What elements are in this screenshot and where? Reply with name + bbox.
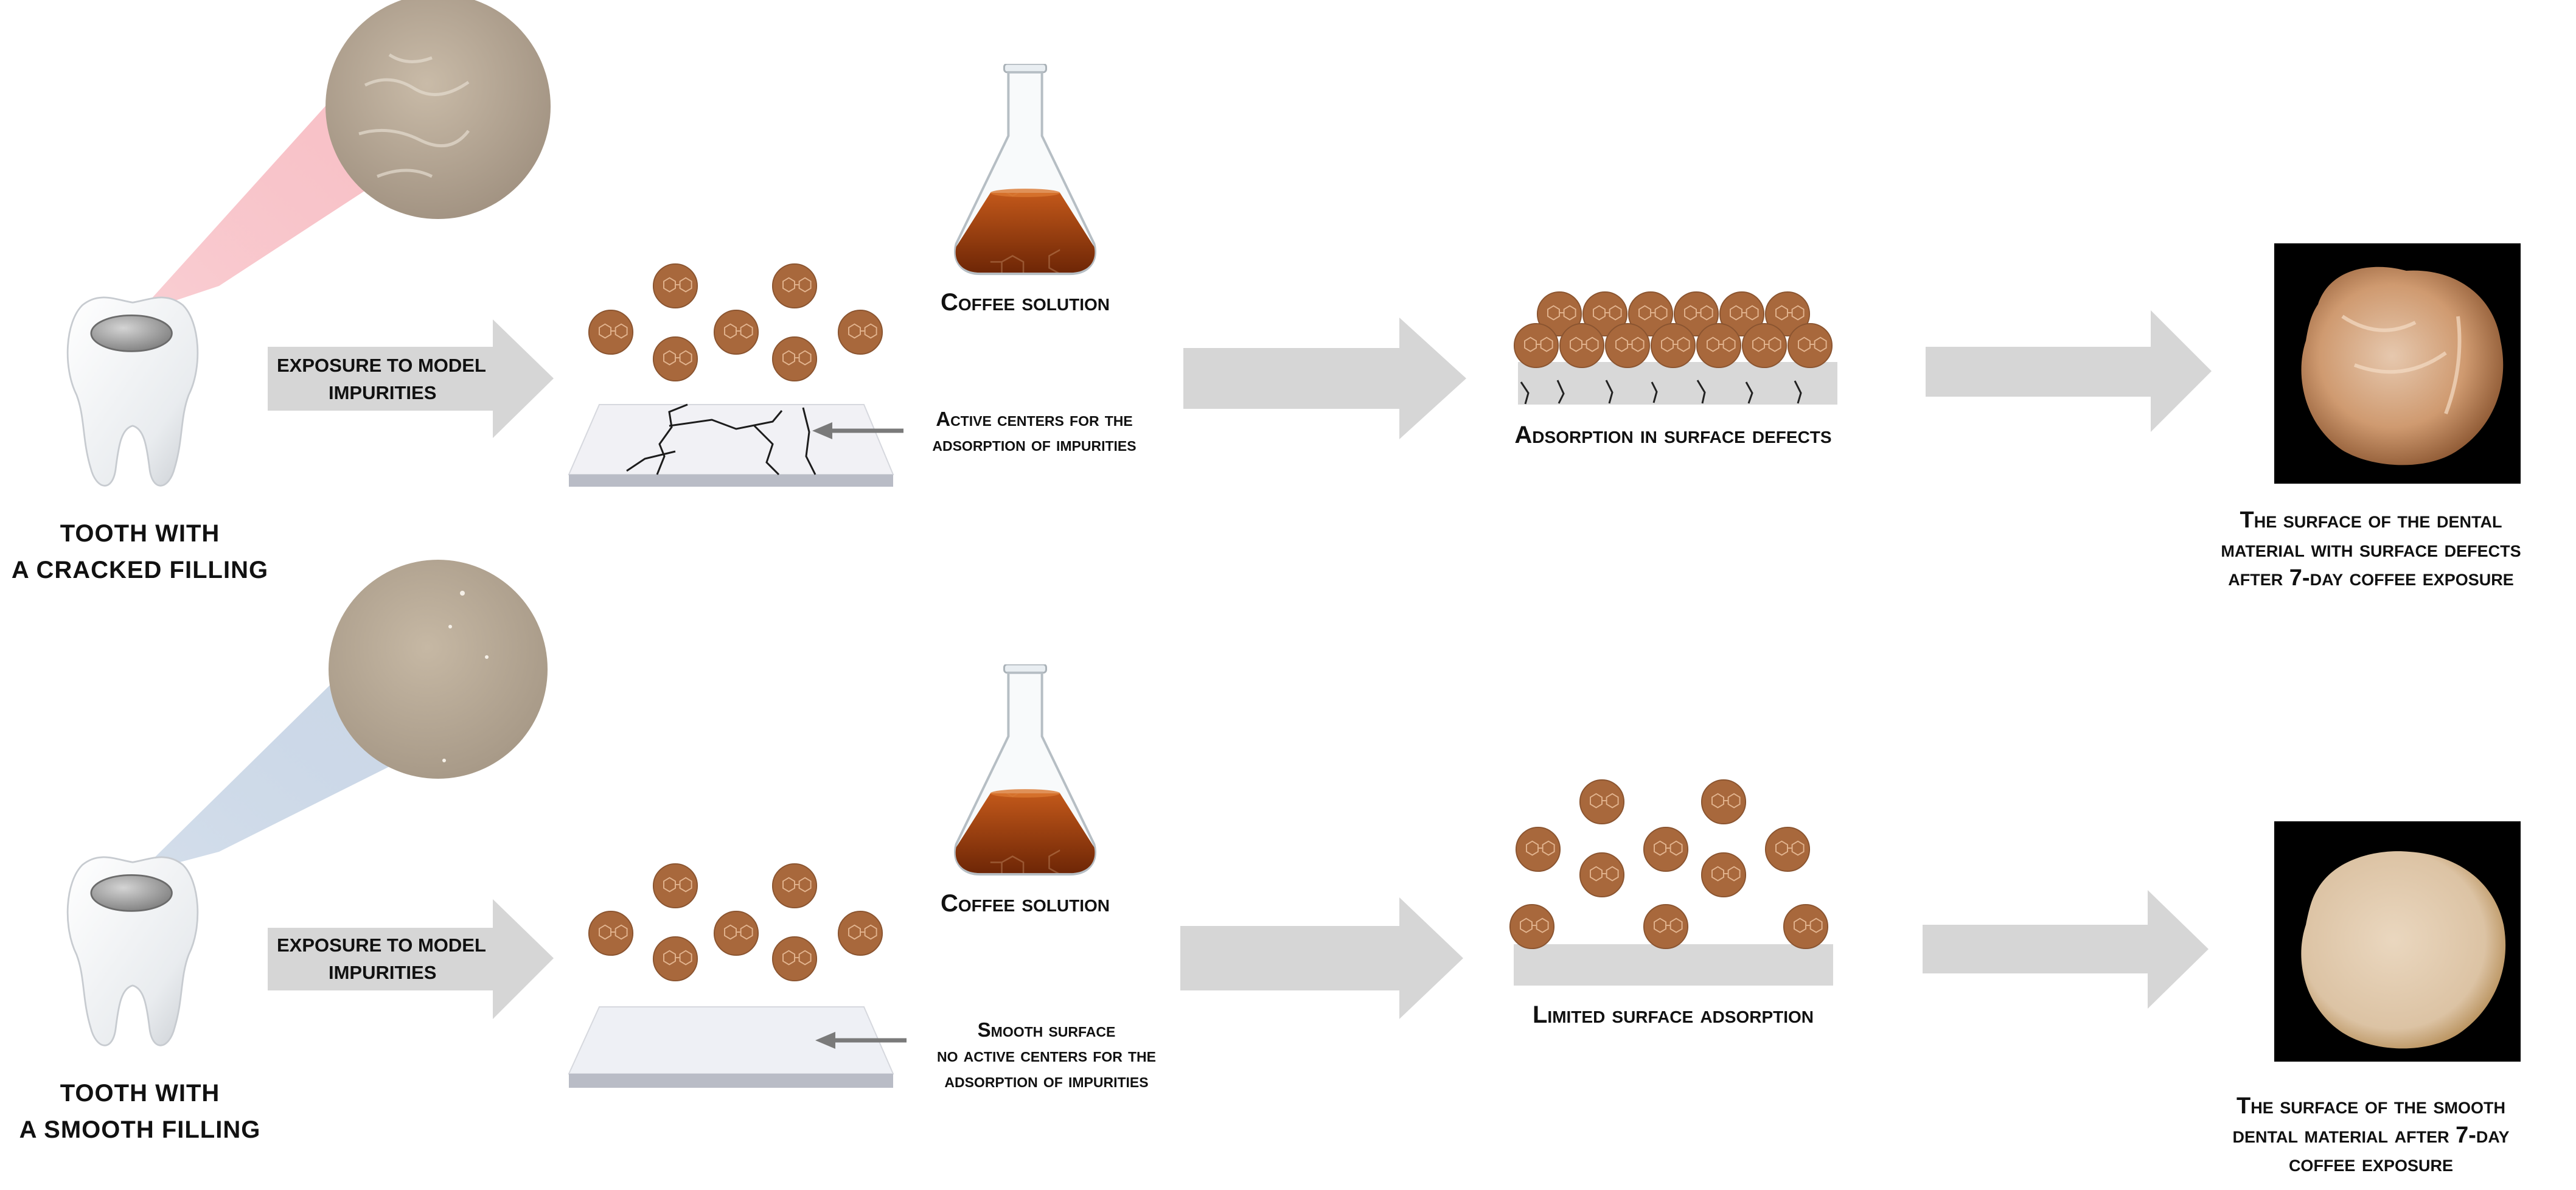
cracked-tooth-label: Tooth with a cracked filling bbox=[0, 518, 280, 585]
impurity-particle bbox=[837, 309, 883, 355]
impurity-particle bbox=[713, 309, 759, 355]
active-centers-label-line1: Active centers for the bbox=[936, 408, 1133, 430]
active-centers-label: Active centers for the adsorption of imp… bbox=[900, 406, 1168, 457]
cracked-surface-magnified-view bbox=[325, 0, 551, 219]
result-arrow bbox=[1923, 890, 2209, 1009]
coffee-solution-label: Coffee solution bbox=[941, 890, 1110, 917]
adsorbed-particle bbox=[1513, 322, 1559, 369]
cracked-tooth-label-line2: a cracked filling bbox=[11, 557, 269, 583]
smooth-tooth-label: Tooth with a smooth filling bbox=[0, 1078, 280, 1145]
impurity-particle bbox=[652, 336, 698, 382]
exposure-arrow bbox=[268, 899, 554, 1019]
impurity-particle bbox=[1579, 852, 1625, 898]
exposure-label: Exposure to model impurities bbox=[277, 934, 508, 985]
coffee-solution-label: Coffee solution bbox=[941, 289, 1110, 316]
cracked-result-label: The surface of the dental material with … bbox=[2166, 506, 2576, 593]
impurity-particles bbox=[588, 263, 883, 382]
adsorbed-particle bbox=[1559, 322, 1605, 369]
smooth-filling-row bbox=[66, 560, 2521, 1088]
surface-particle bbox=[1643, 903, 1689, 950]
exposure-label-line2: impurities bbox=[329, 961, 437, 983]
smooth-material-slab bbox=[568, 1006, 894, 1088]
smooth-result-photo bbox=[2274, 821, 2521, 1062]
impurity-particle bbox=[771, 863, 818, 909]
smooth-surface-label-line1: Smooth surface bbox=[977, 1018, 1116, 1041]
cracked-result-label-line1: The surface of the dental bbox=[2240, 507, 2502, 533]
impurity-particle bbox=[837, 910, 883, 956]
impurity-particle bbox=[1579, 779, 1625, 825]
active-centers-pointer bbox=[812, 422, 903, 439]
limited-adsorption-illustration bbox=[1509, 779, 1833, 986]
impurity-particle bbox=[588, 309, 634, 355]
impurity-particle bbox=[771, 336, 818, 382]
smooth-tooth-label-line2: a smooth filling bbox=[19, 1116, 261, 1143]
surface-particle bbox=[1509, 903, 1555, 950]
impurity-particle bbox=[588, 910, 634, 956]
impurity-particle bbox=[1764, 826, 1811, 872]
coffee-flask-icon bbox=[954, 64, 1096, 276]
smooth-surface-label: Smooth surface no active centers for the… bbox=[900, 1017, 1192, 1093]
smooth-result-label: The surface of the smooth dental materia… bbox=[2166, 1092, 2576, 1179]
cracked-result-photo bbox=[2274, 243, 2521, 484]
impurity-particle bbox=[1643, 826, 1689, 872]
cracked-tooth-icon bbox=[66, 296, 199, 487]
smooth-surface-magnified-view bbox=[329, 560, 548, 779]
active-centers-label-line2: adsorption of impurities bbox=[932, 433, 1137, 456]
impurity-particle bbox=[652, 863, 698, 909]
impurity-particle bbox=[1701, 779, 1747, 825]
limited-adsorption-label: Limited surface adsorption bbox=[1532, 1001, 1814, 1028]
impurity-particle bbox=[652, 936, 698, 982]
impurity-particle bbox=[771, 936, 818, 982]
exposure-label-line1: Exposure to model bbox=[277, 355, 486, 376]
adsorbed-particle bbox=[1741, 322, 1788, 369]
impurity-particle bbox=[1515, 826, 1561, 872]
adsorbed-particle bbox=[1696, 322, 1742, 369]
smooth-surface-label-line2: no active centers for the bbox=[937, 1043, 1156, 1066]
adsorption-in-defects-illustration bbox=[1513, 291, 1837, 405]
cracked-filling-row bbox=[66, 0, 2521, 487]
exposure-label: Exposure to model impurities bbox=[277, 354, 508, 405]
adsorbed-particle bbox=[1787, 322, 1833, 369]
cracked-result-label-line2: material with surface defects bbox=[2221, 536, 2521, 562]
impurity-particle bbox=[652, 263, 698, 309]
smooth-tooth-label-line1: Tooth with bbox=[60, 1080, 220, 1107]
surface-particle bbox=[1783, 903, 1829, 950]
smooth-result-label-line1: The surface of the smooth bbox=[2237, 1093, 2505, 1119]
impurity-particle bbox=[771, 263, 818, 309]
process-arrow bbox=[1183, 318, 1466, 439]
smooth-result-label-line2: dental material after 7-day bbox=[2232, 1122, 2510, 1148]
adsorption-label: Adsorption in surface defects bbox=[1514, 422, 1832, 448]
process-arrow bbox=[1180, 897, 1463, 1019]
cracked-tooth-label-line1: Tooth with bbox=[60, 520, 220, 547]
cracked-material-slab bbox=[568, 403, 894, 487]
impurity-particle bbox=[1701, 852, 1747, 898]
smooth-result-label-line3: coffee exposure bbox=[2288, 1151, 2454, 1177]
adsorbed-particle bbox=[1650, 322, 1696, 369]
impurity-particles bbox=[588, 863, 883, 982]
smooth-tooth-icon bbox=[66, 856, 199, 1046]
smooth-surface-label-line3: adsorption of impurities bbox=[944, 1068, 1149, 1091]
impurity-particle bbox=[713, 910, 759, 956]
smooth-surface-pointer bbox=[815, 1032, 907, 1049]
adsorbed-particle bbox=[1604, 322, 1651, 369]
coffee-flask-icon bbox=[954, 664, 1096, 876]
exposure-arrow bbox=[268, 319, 554, 438]
exposure-label-line2: impurities bbox=[329, 381, 437, 403]
exposure-label-line1: Exposure to model bbox=[277, 934, 486, 956]
cracked-result-label-line3: after 7-day coffee exposure bbox=[2228, 565, 2514, 591]
result-arrow bbox=[1926, 310, 2212, 432]
